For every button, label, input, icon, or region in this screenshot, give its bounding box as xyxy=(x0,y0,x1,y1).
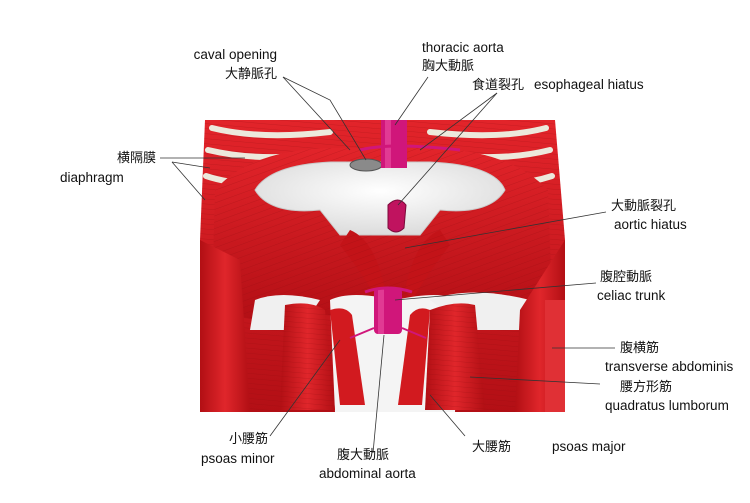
psoas-minor-label-en: psoas minor xyxy=(201,451,275,466)
central-tendon xyxy=(254,161,506,236)
aortic-hiatus-label-en: aortic hiatus xyxy=(614,217,687,232)
thoracic-aorta-label-ja: 胸大動脈 xyxy=(422,58,475,73)
caval-opening-label-en: caval opening xyxy=(193,47,277,62)
leader-lines xyxy=(160,76,615,454)
thoracic-aorta-shape xyxy=(359,120,461,168)
psoas-major-left xyxy=(280,303,335,410)
abdominal-aorta-label-ja: 腹大動脈 xyxy=(337,447,390,462)
diaphragm-label-ja: 横隔膜 xyxy=(116,150,156,165)
transverse-abdominis-label-ja: 腹横筋 xyxy=(620,340,660,355)
crura xyxy=(340,230,450,300)
transverse-abdominis-label-en: transverse abdominis xyxy=(605,359,734,374)
esophageal-hiatus-shape xyxy=(387,199,407,233)
celiac-trunk-label-ja: 腹腔動脈 xyxy=(600,269,653,284)
psoas-minor-right xyxy=(398,308,430,405)
psoas-minor-left xyxy=(330,308,365,405)
esophageal-hiatus-label-en: esophageal hiatus xyxy=(534,77,644,92)
thoracic-aorta-label-en: thoracic aorta xyxy=(422,40,504,55)
quadratus-lumborum-label-en: quadratus lumborum xyxy=(605,398,729,413)
psoas-major-label-ja: 大腰筋 xyxy=(472,439,512,454)
psoas-major-right xyxy=(425,303,485,410)
psoas-minor-label-ja: 小腰筋 xyxy=(228,431,268,446)
abdominal-aorta-label-en: abdominal aorta xyxy=(319,466,416,481)
psoas-major-label-en: psoas major xyxy=(552,439,626,454)
aortic-hiatus-label-ja: 大動脈裂孔 xyxy=(611,198,677,213)
esophageal-hiatus-label-ja: 食道裂孔 xyxy=(472,77,525,92)
quadratus-lumborum-label-ja: 腰方形筋 xyxy=(620,379,673,394)
abdominal-aorta-shape xyxy=(349,286,427,339)
diaphragm-label-en: diaphragm xyxy=(60,170,124,185)
side-muscles xyxy=(200,240,565,412)
caval-opening-shape xyxy=(349,158,383,172)
celiac-trunk-label-en: celiac trunk xyxy=(597,288,666,303)
caval-opening-label-ja: 大静脈孔 xyxy=(224,66,277,81)
